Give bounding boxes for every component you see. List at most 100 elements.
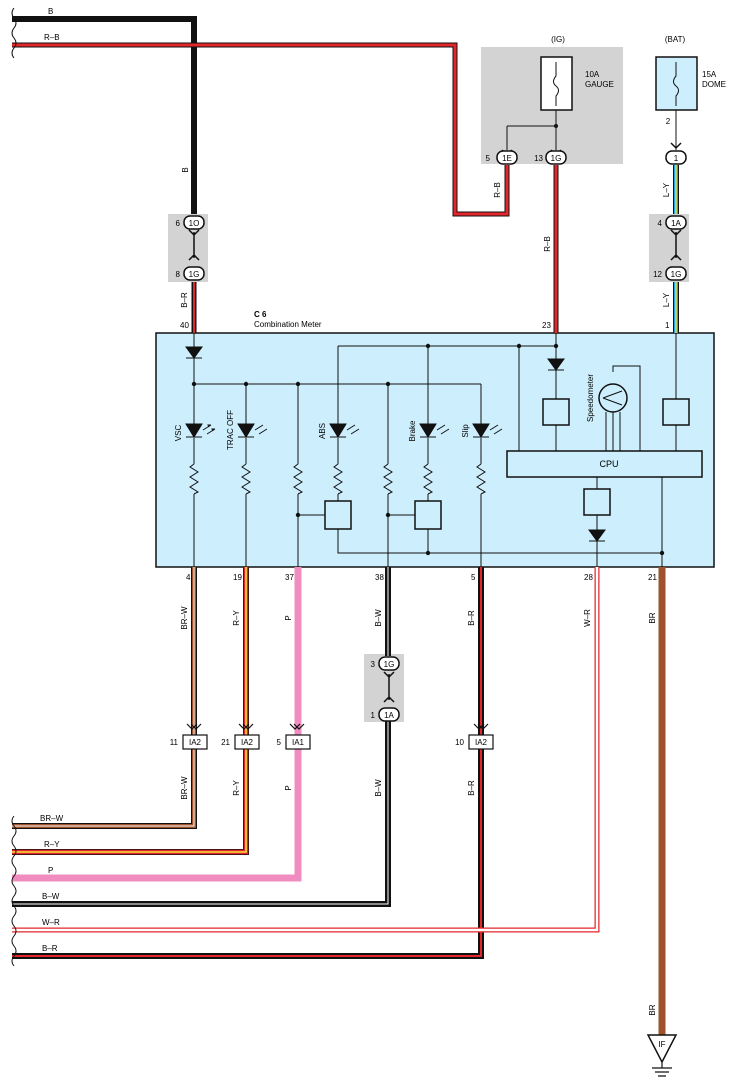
wire-label-bri-a: B–R [467, 610, 476, 626]
speedometer-icon [598, 383, 628, 413]
wire-break-top [11, 7, 17, 59]
connector-1g-right: 1G 12 [653, 266, 687, 281]
wire-label-bw-a: B–W [374, 609, 383, 627]
svg-text:13: 13 [534, 154, 543, 163]
connector-1g-mid: 1G 3 [371, 656, 400, 703]
svg-text:1A: 1A [671, 219, 681, 228]
wire-label-wr-a: W–R [583, 609, 592, 627]
meter-pin-19: 19 [233, 573, 242, 582]
connector-ia2-a: IA2 11 [170, 723, 208, 750]
meter-pin-1: 1 [665, 321, 670, 330]
svg-text:1G: 1G [551, 154, 562, 163]
wire-label-ly-b: L–Y [662, 292, 671, 307]
svg-text:8: 8 [176, 270, 181, 279]
led-icons [185, 423, 503, 438]
wire-label-bottom-p: P [48, 866, 53, 875]
meter-pin-21: 21 [648, 573, 657, 582]
wire-ry [12, 567, 249, 855]
bat-fuse-name: DOME [702, 80, 726, 89]
bat-fuse-header: (BAT) [665, 35, 686, 44]
cpu-block [506, 450, 703, 478]
bat-fuse-pin: 2 [666, 117, 671, 126]
meter-pin-40: 40 [180, 321, 189, 330]
wire-label-rb-top: R–B [44, 33, 60, 42]
connector-1a-right: 1A 4 [658, 215, 687, 261]
indicator-vsc: VSC [174, 425, 183, 442]
svg-text:10: 10 [455, 738, 464, 747]
indicator-trac-off: TRAC OFF [226, 410, 235, 450]
wire-label-b-top: B [48, 7, 53, 16]
svg-text:12: 12 [653, 270, 662, 279]
ig-fuse-rating: 10A [585, 70, 600, 79]
svg-text:5: 5 [277, 738, 282, 747]
wire-label-bottom-ry: R–Y [44, 840, 60, 849]
wire-label-brn-a: BR [648, 612, 657, 623]
svg-text:3: 3 [371, 660, 376, 669]
connector-1a-mid: 1A 1 [371, 707, 400, 722]
junction-dots [191, 343, 665, 556]
svg-text:1O: 1O [189, 219, 200, 228]
svg-text:IA2: IA2 [475, 738, 488, 747]
meter-pin-37: 37 [285, 573, 294, 582]
meter-internal-circuit [185, 333, 677, 567]
wire-label-bottom-br: B–R [42, 944, 58, 953]
svg-text:1: 1 [371, 711, 376, 720]
bat-fuse-rating: 15A [702, 70, 717, 79]
wire-label-bottom-brw: BR–W [40, 814, 64, 823]
svg-text:1: 1 [674, 154, 679, 163]
connector-1o: 1O 6 [176, 215, 205, 261]
meter-pin-5: 5 [471, 573, 476, 582]
wire-label-ry-a: R–Y [232, 610, 241, 626]
indicator-slip: Slip [461, 424, 470, 438]
svg-text:11: 11 [170, 738, 179, 747]
wire-label-br-left: B–R [180, 292, 189, 308]
svg-text:IF: IF [658, 1040, 665, 1049]
wire-label-brw-b: BR–W [180, 776, 189, 800]
wire-b-top [12, 16, 197, 214]
wire-label-rb-b: R–B [543, 236, 552, 252]
connector-1g-top: 1G 13 [534, 149, 567, 165]
resistor-icons [189, 463, 487, 495]
connector-ia2-b: IA2 21 [221, 723, 260, 750]
cpu-label: CPU [599, 459, 618, 469]
svg-text:1G: 1G [384, 660, 395, 669]
svg-text:IA1: IA1 [292, 738, 305, 747]
meter-pin-23: 23 [542, 321, 551, 330]
ig-fuse-name: GAUGE [585, 80, 614, 89]
wire-label-bottom-bw: B–W [42, 892, 60, 901]
connector-1-bat: 1 [665, 142, 687, 165]
wire-label-brw-a: BR–W [180, 606, 189, 630]
wire-label-bw-b: B–W [374, 779, 383, 797]
meter-pin-28: 28 [584, 573, 593, 582]
wire-label-brn-b: BR [648, 1004, 657, 1015]
svg-text:6: 6 [176, 219, 181, 228]
svg-text:5: 5 [486, 154, 491, 163]
wire-label-bottom-wr: W–R [42, 918, 60, 927]
svg-text:1G: 1G [671, 270, 682, 279]
connector-1e: 1E 5 [486, 149, 518, 165]
svg-text:IA2: IA2 [241, 738, 254, 747]
wire-break-bottom [11, 815, 17, 967]
speedometer-label: Speedometer [586, 374, 595, 422]
connector-ia1: IA1 5 [277, 723, 311, 750]
wire-label-p-a: P [284, 615, 293, 620]
ig-fuse-header: (IG) [551, 35, 565, 44]
svg-text:1G: 1G [189, 270, 200, 279]
wire-label-ry-b: R–Y [232, 780, 241, 796]
wire-label-b-vert: B [181, 167, 190, 172]
svg-text:1E: 1E [502, 154, 512, 163]
wire-rb-top [12, 42, 510, 217]
wire-p [12, 567, 302, 882]
fuse-element-icon [553, 62, 559, 106]
wire-brw [12, 567, 197, 829]
svg-text:1A: 1A [384, 711, 394, 720]
svg-text:IA2: IA2 [189, 738, 202, 747]
meter-name: Combination Meter [254, 320, 322, 329]
svg-text:21: 21 [221, 738, 230, 747]
meter-pin-4: 4 [186, 573, 191, 582]
meter-ref: C 6 [254, 310, 267, 319]
combination-meter-body [155, 332, 715, 568]
connector-1g-left: 1G 8 [176, 266, 205, 281]
wire-label-p-b: P [284, 785, 293, 790]
